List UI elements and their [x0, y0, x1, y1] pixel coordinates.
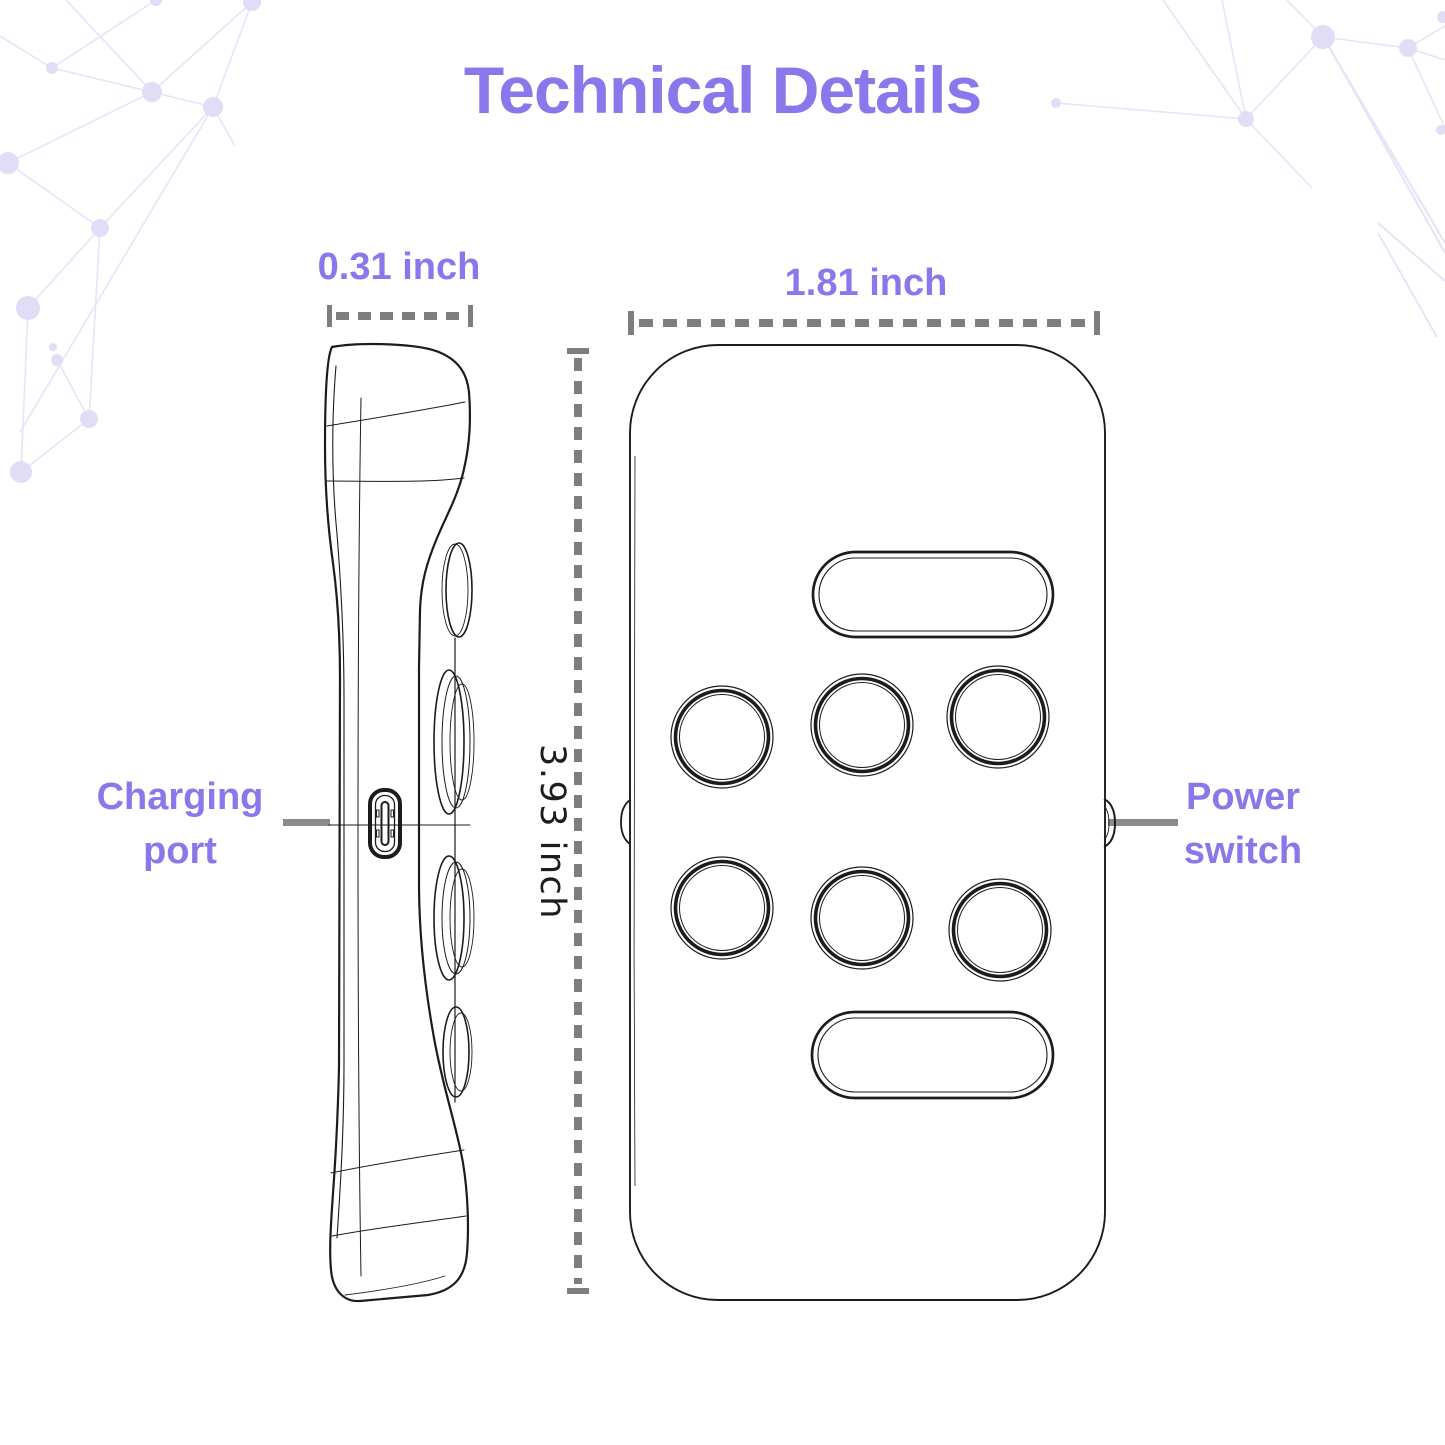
bottom-pill-button — [810, 1010, 1055, 1100]
height-dimension-line — [567, 348, 589, 1294]
constellation-decoration-top-left — [0, 0, 261, 483]
height-dimension-label: 3.93 inch — [532, 744, 572, 920]
round-button — [948, 878, 1052, 982]
constellation-decoration-top-right — [1051, 0, 1445, 338]
device-side-profile-drawing — [323, 342, 475, 1303]
round-button — [670, 685, 774, 789]
charging-port-label-line1: Charging — [96, 776, 264, 818]
usb-c-port — [368, 788, 402, 859]
left-edge-notch — [620, 799, 631, 845]
front-width-dimension-line — [628, 311, 1100, 335]
page-title: Technical Details — [463, 53, 982, 127]
side-width-dimension-label: 0.31 inch — [317, 246, 481, 288]
power-switch-bump — [1103, 798, 1117, 848]
power-switch-label-line2: switch — [1183, 830, 1303, 872]
round-button — [810, 866, 914, 970]
power-switch-label-line1: Power — [1185, 776, 1301, 818]
charging-port-label-line2: port — [143, 830, 217, 872]
side-width-dimension-line — [327, 305, 473, 327]
round-button — [946, 665, 1050, 769]
device-front-view-drawing — [620, 344, 1117, 1301]
round-button — [670, 856, 774, 960]
front-width-dimension-label: 1.81 inch — [784, 262, 948, 304]
round-button — [810, 673, 914, 777]
charging-port-callout: Charging port — [55, 770, 305, 878]
power-switch-callout: Power switch — [1118, 770, 1368, 878]
top-pill-button — [811, 550, 1055, 639]
power-switch-pointer-line — [1108, 819, 1178, 826]
charging-port-pointer-line — [283, 819, 330, 826]
